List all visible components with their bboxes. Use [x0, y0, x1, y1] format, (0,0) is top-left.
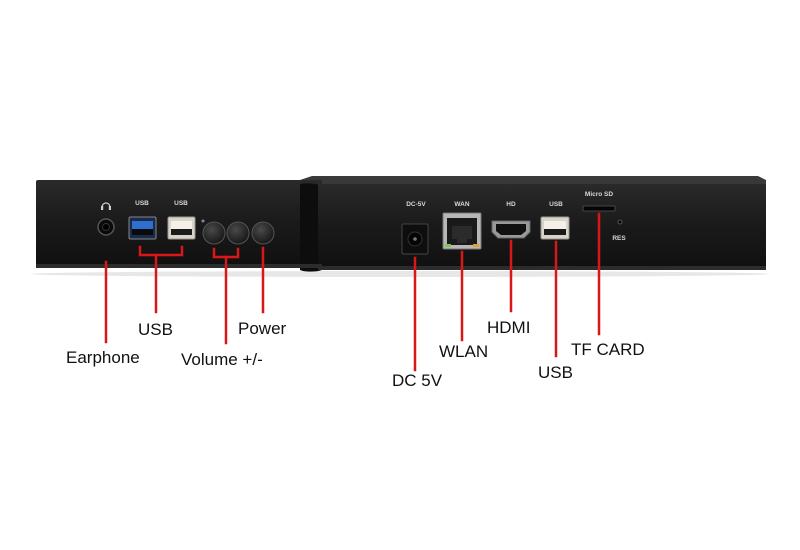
usb-left-2-panel-label: USB	[174, 200, 188, 207]
tf-card-callout: TF CARD	[571, 340, 645, 359]
res-panel-label: RES	[612, 235, 626, 242]
reset-pinhole[interactable]	[617, 219, 623, 225]
callout-lines	[104, 212, 601, 372]
hd-panel-label: HD	[506, 201, 516, 208]
volume-plus-button[interactable]	[226, 221, 250, 245]
usb-left-1-panel-label: USB	[135, 200, 149, 207]
wan-panel-label: WAN	[454, 201, 469, 208]
dc-power-jack[interactable]	[401, 223, 429, 255]
earphone-jack[interactable]	[97, 218, 115, 236]
hdmi-callout: HDMI	[487, 318, 531, 337]
usb-left-callout: USB	[138, 320, 173, 339]
dc-panel-label: DC-5V	[406, 201, 426, 208]
dc5v-callout: DC 5V	[392, 371, 443, 390]
usb2-port-left[interactable]	[167, 216, 196, 240]
volume-minus-button[interactable]	[202, 221, 226, 245]
status-led	[201, 219, 205, 223]
usb2-port-right[interactable]	[540, 216, 570, 240]
headphone-icon	[101, 202, 111, 210]
microsd-slot[interactable]	[582, 205, 616, 212]
power-button[interactable]	[251, 221, 275, 245]
usb3-port[interactable]	[128, 216, 157, 240]
wlan-callout: WLAN	[439, 342, 489, 361]
microsd-panel-label: Micro SD	[585, 191, 613, 198]
usb-right-panel-label: USB	[549, 201, 563, 208]
power-callout: Power	[238, 319, 287, 338]
earphone-callout: Earphone	[66, 348, 140, 367]
usb-right-callout: USB	[538, 363, 573, 382]
volume-callout: Volume +/-	[181, 350, 263, 369]
hdmi-port[interactable]	[491, 220, 531, 239]
ethernet-wan-port[interactable]	[442, 212, 482, 250]
